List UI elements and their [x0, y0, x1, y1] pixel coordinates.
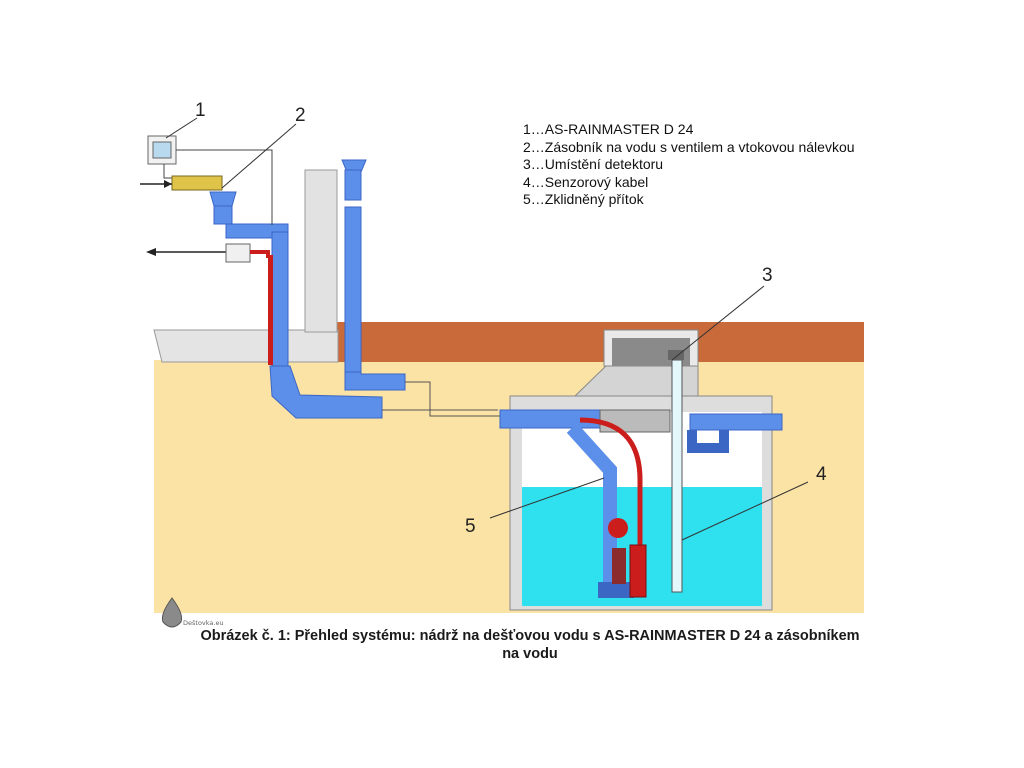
caption-line-2: na vodu: [502, 646, 558, 662]
siphon-bend: [687, 430, 729, 453]
callout-3: 3: [762, 265, 773, 286]
red-hose-tank: [579, 417, 643, 596]
tank-outlet-pipe: [689, 413, 783, 431]
valve-assembly: [171, 175, 223, 191]
leader-line-3: [671, 285, 765, 361]
caption-line-1: Obrázek č. 1: Přehled systému: nádrž na …: [200, 628, 860, 644]
red-hose-outlet: [250, 250, 270, 258]
pump-valve-box: [225, 243, 251, 263]
leader-line-1: [165, 117, 198, 139]
legend-item: 4…Senzorový kabel: [523, 173, 649, 190]
water-out-arrow-icon: [146, 248, 156, 256]
inflow-base: [598, 582, 634, 598]
sensor-tube: [671, 359, 683, 593]
callout-2: 2: [295, 105, 306, 126]
pump-float: [608, 518, 628, 538]
inflow-funnel: [209, 191, 237, 207]
callout-5: 5: [465, 516, 476, 537]
calmed-inflow-pipe: [566, 423, 617, 590]
figure-caption: Obrázek č. 1: Přehled systému: nádrž na …: [170, 627, 890, 663]
rainmaster-display: [152, 141, 172, 159]
detector-head: [668, 350, 684, 360]
watermark-text: Deštovka.eu: [183, 619, 224, 627]
house-pipe-vertical: [271, 231, 289, 369]
legend-item: 3…Umístění detektoru: [523, 156, 664, 172]
legend-item: 2…Zásobník na vodu s ventilem a vtokovou…: [523, 138, 855, 155]
legend-item: 5…Zklidněný přítok: [523, 191, 644, 207]
downpipe-lower: [344, 206, 362, 374]
callout-4: 4: [816, 464, 827, 485]
underground-pipe-bend: [269, 365, 383, 419]
wire-unit: [176, 149, 273, 225]
legend: 1…AS-RAINMASTER D 24 2…Zásobník na vodu …: [523, 121, 855, 209]
foundation-slab: [153, 329, 339, 363]
submersible-pump: [629, 544, 647, 598]
connector-line-upper: [405, 381, 510, 417]
leader-line-2: [221, 123, 297, 189]
funnel-body: [213, 205, 233, 225]
pump-foot: [612, 548, 626, 584]
callout-1: 1: [195, 100, 206, 121]
leader-line-5: [489, 477, 605, 519]
watermark-drop-icon: [161, 597, 183, 628]
downpipe-upper: [344, 169, 362, 201]
filter-unit: [599, 409, 671, 433]
leader-line-4: [681, 481, 809, 541]
red-hose-house: [268, 255, 273, 365]
topsoil-layer: [330, 322, 864, 362]
water-in-arrow-icon: [164, 180, 172, 188]
downpipe-elbow: [344, 371, 406, 391]
legend-item: 1…AS-RAINMASTER D 24: [523, 121, 694, 137]
house-wall: [304, 169, 338, 333]
